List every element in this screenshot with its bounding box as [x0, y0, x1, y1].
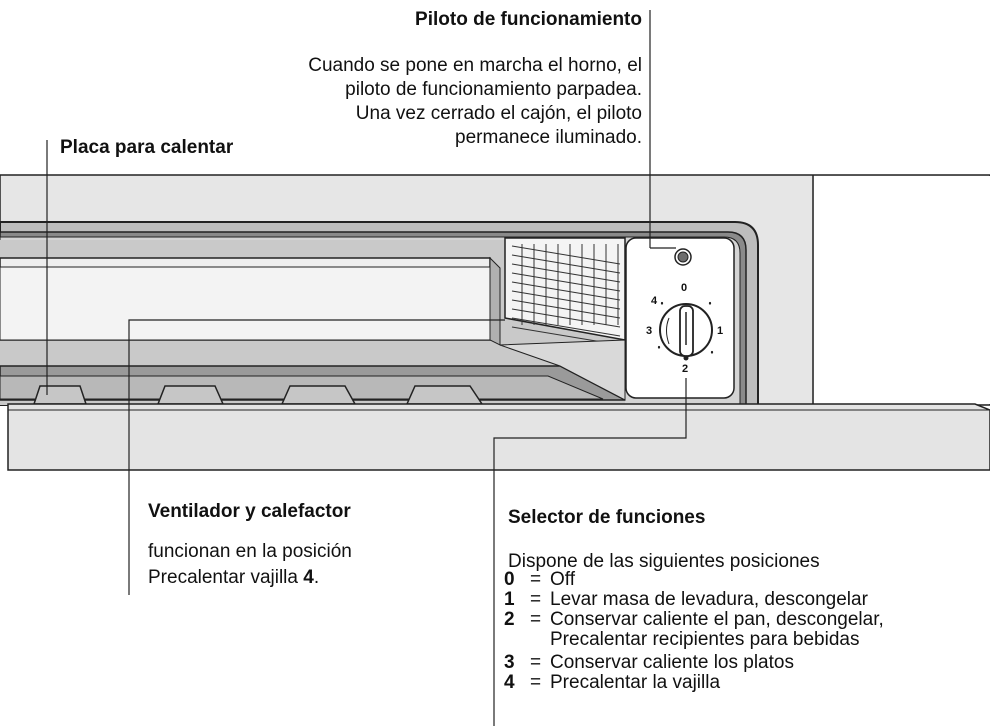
fan-heater-title: Ventilador y calefactor	[148, 501, 351, 522]
position-equals: =	[530, 589, 542, 610]
dial-mark-3: 3	[646, 325, 652, 337]
position-text: Precalentar la vajilla	[550, 672, 721, 693]
position-equals: =	[530, 672, 542, 693]
position-text: Off	[550, 569, 575, 590]
selector-intro: Dispone de las siguientes posiciones	[508, 551, 820, 572]
selector-position-2-continued: Precalentar recipientes para bebidas	[504, 630, 859, 650]
fan-heater-line2-text: Precalentar vajilla	[148, 567, 304, 588]
pilot-light-icon	[674, 248, 692, 266]
fan-heater-line2-suffix: .	[313, 567, 320, 588]
function-selector-dial[interactable]	[659, 303, 713, 361]
selector-position-4: 4 = Precalentar la vajilla	[504, 673, 720, 693]
position-number: 4	[504, 672, 515, 693]
selector-position-3: 3 = Conservar caliente los platos	[504, 653, 794, 673]
position-equals: =	[530, 569, 542, 590]
selector-title: Selector de funciones	[508, 507, 706, 528]
callout-lines	[46, 10, 687, 726]
position-number: 0	[504, 569, 515, 590]
position-text: Conservar caliente los platos	[550, 652, 794, 673]
fan-heater-line2: Precalentar vajilla 4.	[148, 566, 319, 589]
pilot-desc-line: permanece iluminado.	[455, 127, 642, 148]
position-text: Conservar caliente el pan, descongelar,	[550, 609, 884, 630]
fan-heater-line2-number: 4	[303, 567, 314, 588]
pilot-light-description: Cuando se pone en marcha el horno, el pi…	[240, 54, 642, 150]
position-equals: =	[530, 652, 542, 673]
fan-grille	[504, 237, 626, 346]
warming-plate-title: Placa para calentar	[60, 137, 234, 158]
position-text: Levar masa de levadura, descongelar	[550, 589, 868, 610]
pilot-desc-line: piloto de funcionamiento parpadea.	[345, 79, 642, 100]
selector-position-1: 1 = Levar masa de levadura, descongelar	[504, 590, 868, 610]
position-text: Precalentar recipientes para bebidas	[550, 629, 860, 650]
dial-mark-0: 0	[681, 282, 687, 294]
pilot-light-title: Piloto de funcionamiento	[415, 9, 642, 30]
drawer-front	[7, 403, 990, 471]
dial-mark-4: 4	[651, 295, 658, 307]
position-number: 2	[504, 609, 515, 630]
position-number: 3	[504, 652, 515, 673]
selector-position-2: 2 = Conservar caliente el pan, descongelar…	[504, 610, 884, 630]
position-number: 1	[504, 589, 515, 610]
pilot-desc-line: Una vez cerrado el cajón, el piloto	[355, 103, 642, 124]
dial-mark-1: 1	[717, 325, 723, 337]
dial-mark-2: 2	[682, 363, 688, 375]
pilot-desc-line: Cuando se pone en marcha el horno, el	[308, 55, 642, 76]
selector-position-0: 0 = Off	[504, 570, 575, 590]
fan-heater-line1: funcionan en la posición	[148, 541, 352, 562]
position-equals: =	[530, 609, 542, 630]
